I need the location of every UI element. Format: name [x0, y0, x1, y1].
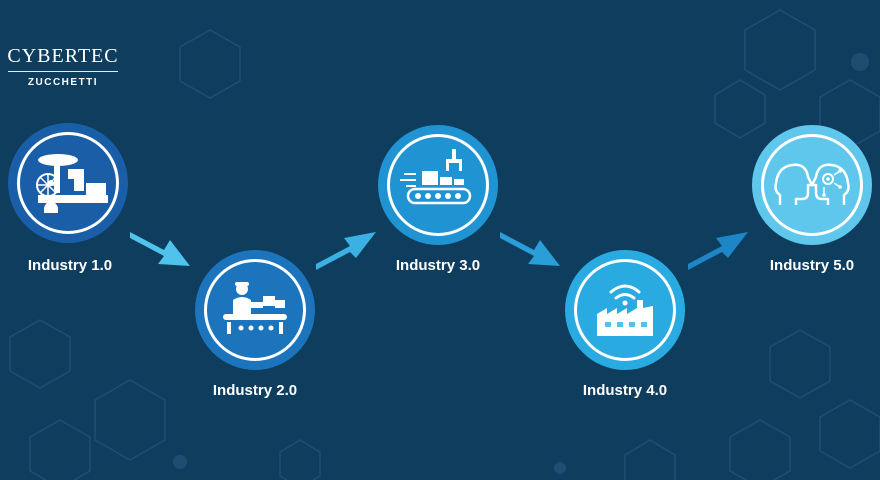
- stage-3-ring: [387, 134, 489, 236]
- steam-engine-worker-icon: [36, 154, 108, 213]
- arrow-3-to-4: [500, 232, 560, 266]
- stage-2-disc: [195, 250, 315, 370]
- arrow-2-to-3: [316, 232, 376, 270]
- brand-logo: CYBERTEC ZUCCHETTI: [6, 44, 120, 89]
- assembly-line-worker-icon: [223, 282, 287, 334]
- stage-4-ring: [574, 259, 676, 361]
- brand-subtitle: ZUCCHETTI: [27, 77, 99, 88]
- brand-name: CYBERTEC: [7, 45, 119, 67]
- stage-1-label: Industry 1.0: [27, 257, 113, 274]
- robotic-arm-conveyor-icon: [400, 149, 472, 205]
- stage-2-ring: [204, 259, 306, 361]
- arrow-1-to-2: [130, 232, 190, 266]
- stage-4-label: Industry 4.0: [582, 382, 668, 399]
- stage-3-disc: [378, 125, 498, 245]
- stage-5-disc: [752, 125, 872, 245]
- human-ai-collaboration-icon: [774, 163, 850, 205]
- stage-1-ring: [17, 132, 119, 234]
- stage-3-label: Industry 3.0: [395, 257, 481, 274]
- stage-5-ring: [761, 134, 863, 236]
- stage-2-label: Industry 2.0: [212, 382, 298, 399]
- stage-4-disc: [565, 250, 685, 370]
- stage-1-disc: [8, 123, 128, 243]
- brand-divider: [8, 71, 118, 72]
- arrow-4-to-5: [688, 232, 748, 270]
- stage-5-label: Industry 5.0: [769, 257, 855, 274]
- smart-factory-wifi-icon: [597, 284, 653, 336]
